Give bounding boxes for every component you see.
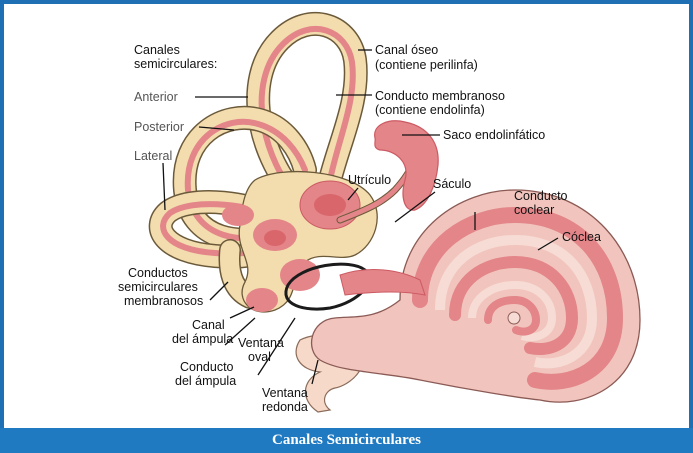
label-conducto-memb-2: (contiene endolinfa) <box>375 103 485 117</box>
inner-ear-diagram: Canales semicirculares: Anterior Posteri… <box>0 0 693 428</box>
label-canal-oseo-2: (contiene perilinfa) <box>375 58 478 72</box>
label-canal-ampula-2: del ámpula <box>172 332 233 346</box>
label-anterior: Anterior <box>134 90 178 104</box>
label-saculo: Sáculo <box>433 177 471 191</box>
label-conducto-coclear-1: Conducto <box>514 189 568 203</box>
label-conductos-semi-2: semicirculares <box>118 280 198 294</box>
label-canal-oseo-1: Canal óseo <box>375 43 438 57</box>
figure-caption: Canales Semicirculares <box>0 428 693 453</box>
label-conducto-coclear-2: coclear <box>514 203 554 217</box>
label-lateral: Lateral <box>134 149 172 163</box>
label-canales-2: semicirculares: <box>134 57 217 71</box>
label-posterior: Posterior <box>134 120 184 134</box>
label-canales-1: Canales <box>134 43 180 57</box>
label-conducto-memb-1: Conducto membranoso <box>375 89 505 103</box>
label-saco: Saco endolinfático <box>443 128 545 142</box>
label-canal-ampula-1: Canal <box>192 318 225 332</box>
label-conducto-ampula-1: Conducto <box>180 360 234 374</box>
label-conducto-ampula-2: del ámpula <box>175 374 236 388</box>
label-ventana-oval-1: Ventana <box>238 336 284 350</box>
label-coclea: Cóclea <box>562 230 601 244</box>
label-ventana-oval-2: oval <box>248 350 271 364</box>
label-conductos-semi-1: Conductos <box>128 266 188 280</box>
label-utriculo: Utrículo <box>348 173 391 187</box>
label-conductos-semi-3: membranosos <box>124 294 203 308</box>
label-ventana-redonda-1: Ventana <box>262 386 308 400</box>
label-ventana-redonda-2: redonda <box>262 400 308 414</box>
